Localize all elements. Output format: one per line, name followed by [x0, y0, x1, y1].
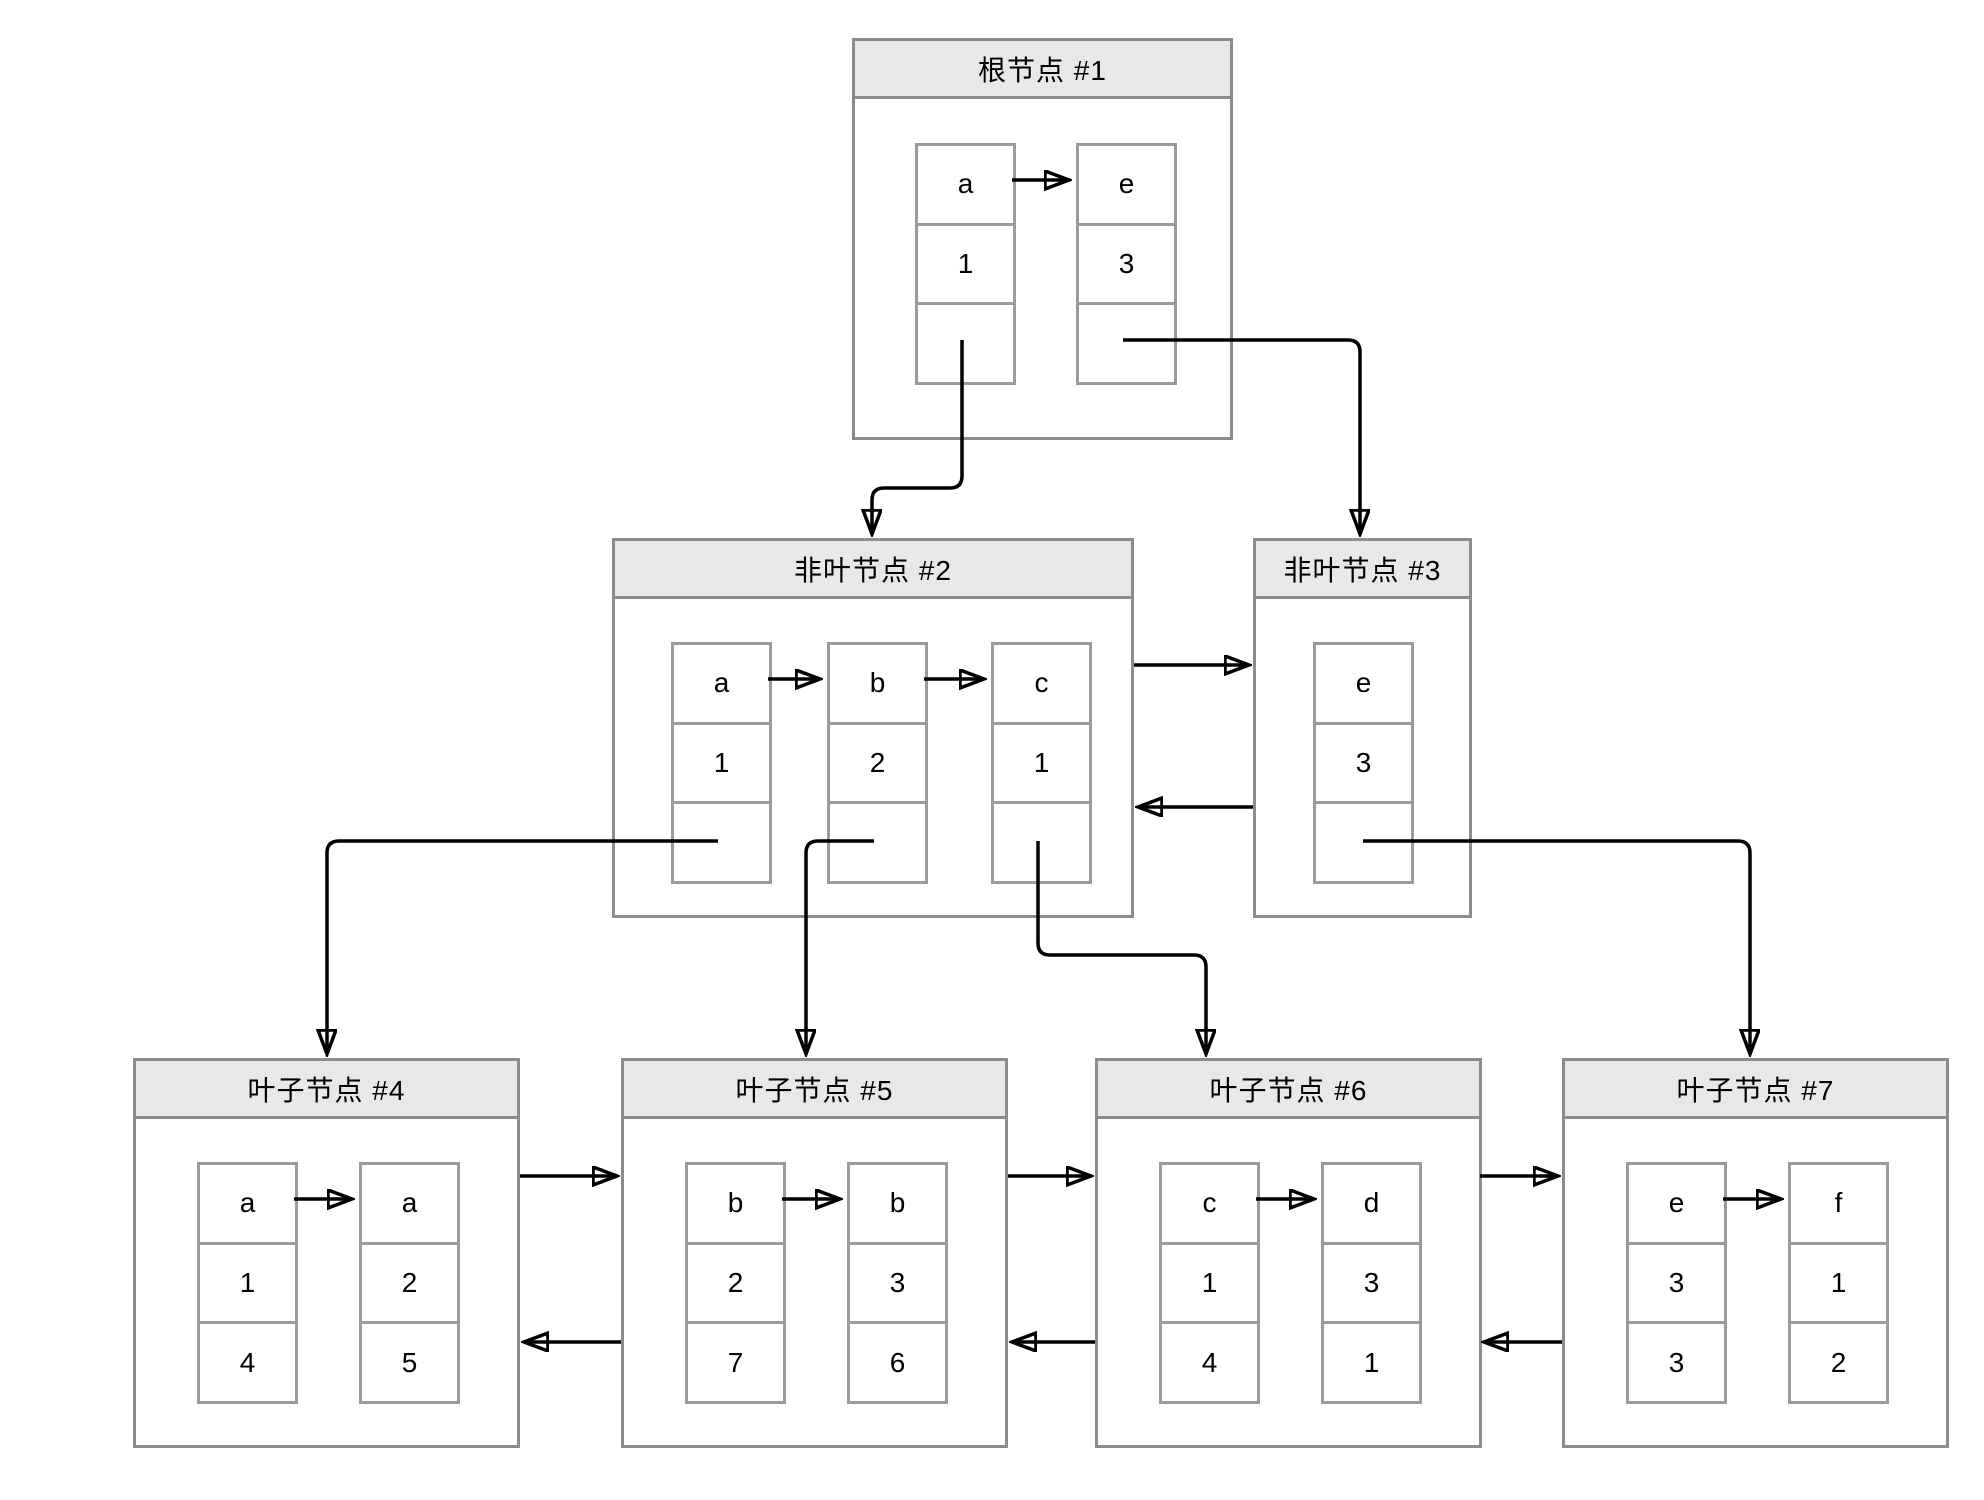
node-4-cell-2: a 2 5 — [359, 1162, 460, 1404]
cell-value: 6 — [889, 1346, 906, 1378]
cell-value: 1 — [674, 725, 769, 805]
cell-value: 4 — [239, 1346, 256, 1378]
cell-value: 3 — [1324, 1245, 1419, 1325]
cell-key: b — [830, 645, 925, 725]
node-leaf-7: 叶子节点 #7 e 3 3 f 1 2 — [1562, 1058, 1949, 1448]
cell-value: 3 — [1668, 1346, 1685, 1378]
cell-pointer — [830, 804, 925, 881]
cell-key: b — [688, 1165, 783, 1245]
cell-value: 1 — [200, 1245, 295, 1325]
node-internal-3-title: 非叶节点 #3 — [1256, 541, 1469, 599]
cell-key: a — [674, 645, 769, 725]
cell-value: 4 — [1201, 1346, 1218, 1378]
cell-value: 5 — [401, 1346, 418, 1378]
cell-value: 2 — [362, 1245, 457, 1325]
node-6-cell-2: d 3 1 — [1321, 1162, 1422, 1404]
cell-key: c — [1162, 1165, 1257, 1245]
node-2-cell-b: b 2 — [827, 642, 928, 884]
cell-value: 3 — [1629, 1245, 1724, 1325]
cell-pointer — [918, 305, 1013, 382]
cell-key: a — [200, 1165, 295, 1245]
cell-pointer — [674, 804, 769, 881]
node-1-cell-e: e 3 — [1076, 143, 1177, 385]
cell-value: 3 — [1316, 725, 1411, 805]
cell-key: c — [994, 645, 1089, 725]
cell-value: 2 — [830, 725, 925, 805]
node-leaf-6: 叶子节点 #6 c 1 4 d 3 1 — [1095, 1058, 1482, 1448]
cell-key: a — [362, 1165, 457, 1245]
node-internal-2: 非叶节点 #2 a 1 b 2 c 1 — [612, 538, 1134, 918]
node-2-cell-a: a 1 — [671, 642, 772, 884]
node-3-cell-e: e 3 — [1313, 642, 1414, 884]
node-4-cell-1: a 1 4 — [197, 1162, 298, 1404]
cell-value: 3 — [1079, 226, 1174, 306]
cell-value: 7 — [727, 1346, 744, 1378]
node-7-cell-2: f 1 2 — [1788, 1162, 1889, 1404]
node-leaf-4-title: 叶子节点 #4 — [136, 1061, 517, 1119]
node-root-1-title: 根节点 #1 — [855, 41, 1230, 99]
cell-value: 2 — [1830, 1346, 1847, 1378]
cell-key: a — [918, 146, 1013, 226]
node-leaf-4: 叶子节点 #4 a 1 4 a 2 5 — [133, 1058, 520, 1448]
node-internal-3: 非叶节点 #3 e 3 — [1253, 538, 1472, 918]
node-1-cell-a: a 1 — [915, 143, 1016, 385]
cell-value: 1 — [1791, 1245, 1886, 1325]
node-2-cell-c: c 1 — [991, 642, 1092, 884]
node-5-cell-1: b 2 7 — [685, 1162, 786, 1404]
node-leaf-5-title: 叶子节点 #5 — [624, 1061, 1005, 1119]
cell-value: 1 — [1162, 1245, 1257, 1325]
cell-key: e — [1629, 1165, 1724, 1245]
cell-key: e — [1079, 146, 1174, 226]
cell-pointer — [1079, 305, 1174, 382]
node-internal-2-title: 非叶节点 #2 — [615, 541, 1131, 599]
node-7-cell-1: e 3 3 — [1626, 1162, 1727, 1404]
cell-value: 1 — [1363, 1346, 1380, 1378]
cell-key: f — [1791, 1165, 1886, 1245]
node-root-1: 根节点 #1 a 1 e 3 — [852, 38, 1233, 440]
node-6-cell-1: c 1 4 — [1159, 1162, 1260, 1404]
node-5-cell-2: b 3 6 — [847, 1162, 948, 1404]
cell-value: 1 — [994, 725, 1089, 805]
cell-value: 3 — [850, 1245, 945, 1325]
cell-key: d — [1324, 1165, 1419, 1245]
node-leaf-6-title: 叶子节点 #6 — [1098, 1061, 1479, 1119]
cell-pointer — [1316, 804, 1411, 881]
cell-key: b — [850, 1165, 945, 1245]
cell-value: 1 — [918, 226, 1013, 306]
node-leaf-7-title: 叶子节点 #7 — [1565, 1061, 1946, 1119]
node-leaf-5: 叶子节点 #5 b 2 7 b 3 6 — [621, 1058, 1008, 1448]
cell-value: 2 — [688, 1245, 783, 1325]
cell-pointer — [994, 804, 1089, 881]
cell-key: e — [1316, 645, 1411, 725]
